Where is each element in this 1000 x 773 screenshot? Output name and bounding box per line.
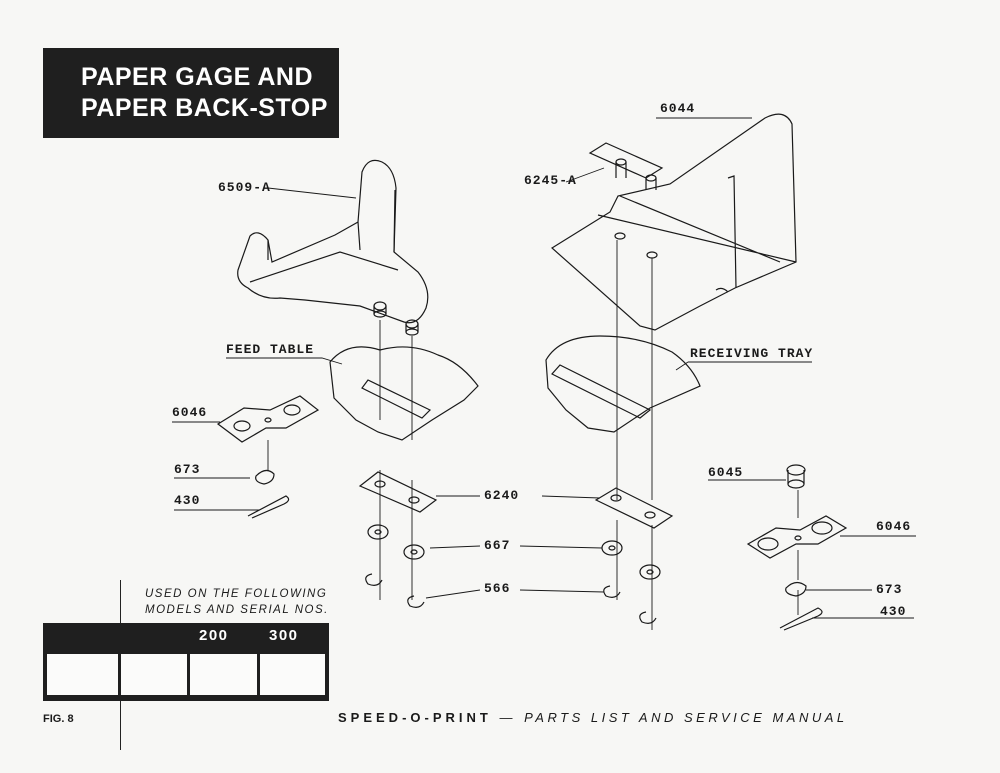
part-6046-left-bracket: [216, 395, 320, 443]
label-6240: 6240: [484, 488, 520, 503]
leader-lines: [172, 117, 916, 619]
footer-title: SPEED-O-PRINT — PARTS LIST AND SERVICE M…: [338, 710, 848, 725]
used-on-caption: USED ON THE FOLLOWING MODELS AND SERIAL …: [145, 586, 329, 618]
serial-cell: [260, 654, 325, 695]
used-on-line-2: MODELS AND SERIAL NOS.: [145, 604, 329, 616]
title-line-2: PAPER BACK-STOP: [81, 94, 328, 122]
model-300-header: 300: [269, 627, 299, 644]
label-6046-left: 6046: [172, 405, 208, 420]
title-line-1: PAPER GAGE AND: [81, 63, 314, 91]
model-200-header: 200: [199, 627, 229, 644]
label-6245a: 6245-A: [524, 173, 577, 188]
label-673-left: 673: [174, 462, 201, 477]
serial-cell: [47, 654, 118, 695]
part-6245a-clip: [588, 142, 664, 190]
page-title: PAPER GAGE AND PAPER BACK-STOP: [43, 48, 339, 138]
label-6044: 6044: [660, 101, 696, 116]
label-667: 667: [484, 538, 511, 553]
label-6509a: 6509-A: [218, 180, 271, 195]
used-on-line-1: USED ON THE FOLLOWING: [145, 588, 328, 600]
brand-name: SPEED-O-PRINT: [338, 710, 492, 725]
feed-table-fragment: [329, 346, 479, 441]
label-430-left: 430: [174, 493, 201, 508]
part-430-left-pin: [247, 495, 290, 519]
serial-cell: [190, 654, 257, 695]
label-6045: 6045: [708, 465, 744, 480]
part-6045-post: [786, 464, 806, 489]
part-6046-right-bracket: [746, 515, 848, 559]
part-673-right-washer: [785, 581, 807, 597]
label-receiving-tray: RECEIVING TRAY: [690, 346, 814, 361]
label-430-right: 430: [880, 604, 907, 619]
figure-number: FIG. 8: [43, 713, 74, 725]
part-6509a-paper-gage: [237, 159, 429, 336]
label-feed-table: FEED TABLE: [226, 342, 315, 357]
footer-dash: —: [499, 710, 517, 725]
part-673-left-washer: [255, 469, 275, 485]
part-566-e-clips: [365, 573, 657, 624]
models-table: 200 300: [43, 623, 329, 701]
part-6044-back-stop: [550, 113, 797, 331]
assembly-lines: [267, 240, 799, 630]
part-6240-plates: [358, 471, 674, 529]
manual-subtitle: PARTS LIST AND SERVICE MANUAL: [524, 710, 848, 725]
receiving-tray-fragment: [545, 335, 701, 433]
label-566: 566: [484, 581, 511, 596]
part-430-right-pin: [779, 607, 823, 631]
label-6046-right: 6046: [876, 519, 912, 534]
serial-cell: [121, 654, 187, 695]
label-673-right: 673: [876, 582, 903, 597]
